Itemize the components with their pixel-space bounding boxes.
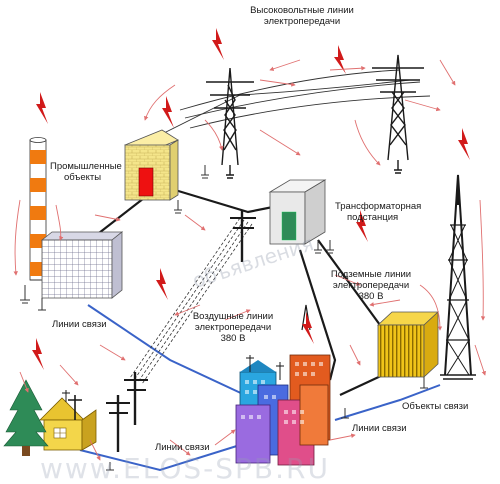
watermark-bottom: www.ELOS-SPB.RU: [40, 452, 330, 484]
utility-pole-left-1: [124, 372, 148, 425]
substation-label-line2: подстанция: [347, 211, 399, 223]
underground-label-line2: электропередачи: [332, 279, 410, 291]
comm-lines-label-right: Линии связи: [352, 423, 407, 434]
lightning-bolt-icon: [36, 92, 48, 124]
underground-label-line1: Подземные линии: [330, 269, 412, 280]
line-substation-to-cabinet: [317, 239, 381, 326]
lightning-bolts: [32, 28, 470, 370]
underground-label-line3: 380 В: [358, 290, 384, 302]
city-buildings: [235, 304, 331, 466]
line-substation-to-city: [298, 249, 337, 381]
comm-line-bottom: [79, 444, 241, 472]
utility-pole-substation: [230, 210, 256, 262]
overhead-label-line2: электропередачи: [194, 321, 272, 333]
radio-tower: [440, 174, 476, 380]
utility-pole-house: [68, 395, 82, 420]
hv-lines-label-line1: Высоковольтные линии: [250, 5, 354, 16]
comm-line-right: [334, 384, 441, 421]
line-cabinet-to-city: [339, 374, 384, 396]
current-flow-arrows: [13, 59, 486, 461]
lightning-bolt-icon: [32, 338, 44, 370]
overhead-label-line3: 380 В: [220, 332, 246, 344]
house: [39, 390, 97, 451]
substation-label: Трансформаторная подстанция: [335, 201, 422, 224]
utility-pole-left-2: [106, 395, 130, 452]
industrial-label: Промышленные объекты: [50, 161, 122, 184]
industrial-building: [124, 129, 182, 214]
comm-objects-label: Объекты связи: [402, 401, 469, 412]
lightning-bolt-icon: [334, 45, 346, 74]
comm-line-left: [87, 304, 246, 396]
ground-symbols: [106, 165, 349, 471]
substation-label-line1: Трансформаторная: [335, 201, 422, 212]
lightning-bolt-icon: [302, 312, 314, 344]
hv-lines-label: Высоковольтные линии электропередачи: [232, 5, 372, 28]
industrial-label-line2: объекты: [64, 171, 102, 183]
comm-lines-label-bottom: Линии связи: [155, 442, 210, 453]
tree: [3, 379, 49, 456]
hv-pylon-left: [206, 67, 254, 179]
line-industrial-to-substation: [174, 188, 284, 214]
comm-lines-label-left: Линии связи: [52, 319, 107, 330]
industrial-label-line1: Промышленные: [50, 161, 122, 172]
lightning-bolt-icon: [356, 210, 368, 242]
overhead-lines-label: Воздушные линии электропередачи 380 В: [178, 311, 288, 345]
comm-equipment-cabinet: [376, 311, 440, 389]
transformer-substation: [268, 179, 327, 254]
comm-building-left: [38, 231, 124, 311]
underground-label: Подземные линии электропередачи 380 В: [316, 269, 426, 303]
overhead-380v-lines: [129, 217, 253, 385]
lightning-bolt-icon: [212, 28, 224, 60]
lightning-bolt-icon: [458, 128, 470, 160]
overhead-label-line1: Воздушные линии: [192, 311, 274, 322]
hv-lines-label-line2: электропередачи: [263, 15, 341, 27]
communication-lines: [79, 304, 441, 472]
lightning-bolt-icon: [156, 268, 168, 300]
hv-pylon-right: [372, 54, 424, 174]
lightning-bolt-icon: [162, 96, 174, 128]
